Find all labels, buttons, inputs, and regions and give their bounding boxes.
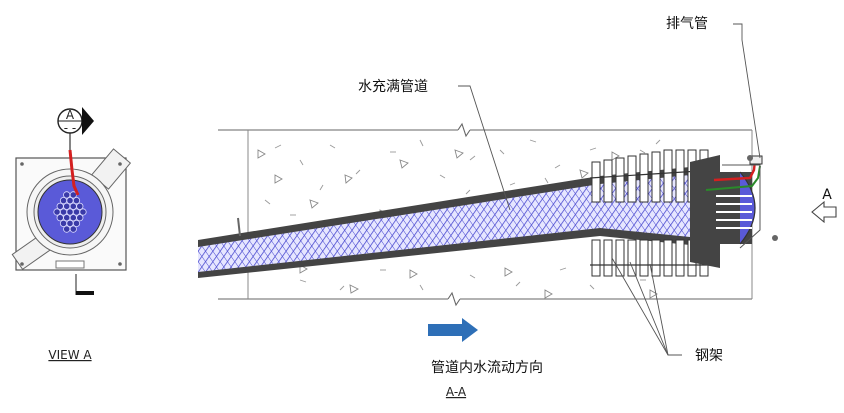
vent-pipe-label: 排气管 bbox=[666, 16, 708, 32]
flow-direction-arrow bbox=[428, 318, 478, 342]
leader-lines bbox=[458, 23, 761, 356]
section-a-arrow bbox=[811, 200, 837, 224]
section-marker-letter: A bbox=[66, 108, 75, 122]
section-aa-caption: A-A bbox=[446, 385, 467, 399]
section-marker-dash: - - bbox=[64, 121, 76, 135]
section-a-label: A bbox=[822, 187, 832, 203]
view-a-caption: VIEW A bbox=[48, 348, 92, 362]
duct-pipe bbox=[198, 166, 700, 278]
flow-direction-label: 管道内水流动方向 bbox=[431, 360, 543, 376]
pipe-full-label: 水充满管道 bbox=[358, 79, 428, 95]
steel-frame-label: 钢架 bbox=[695, 348, 723, 364]
view-a-drawing bbox=[11, 107, 132, 295]
anchor-head bbox=[690, 155, 778, 268]
